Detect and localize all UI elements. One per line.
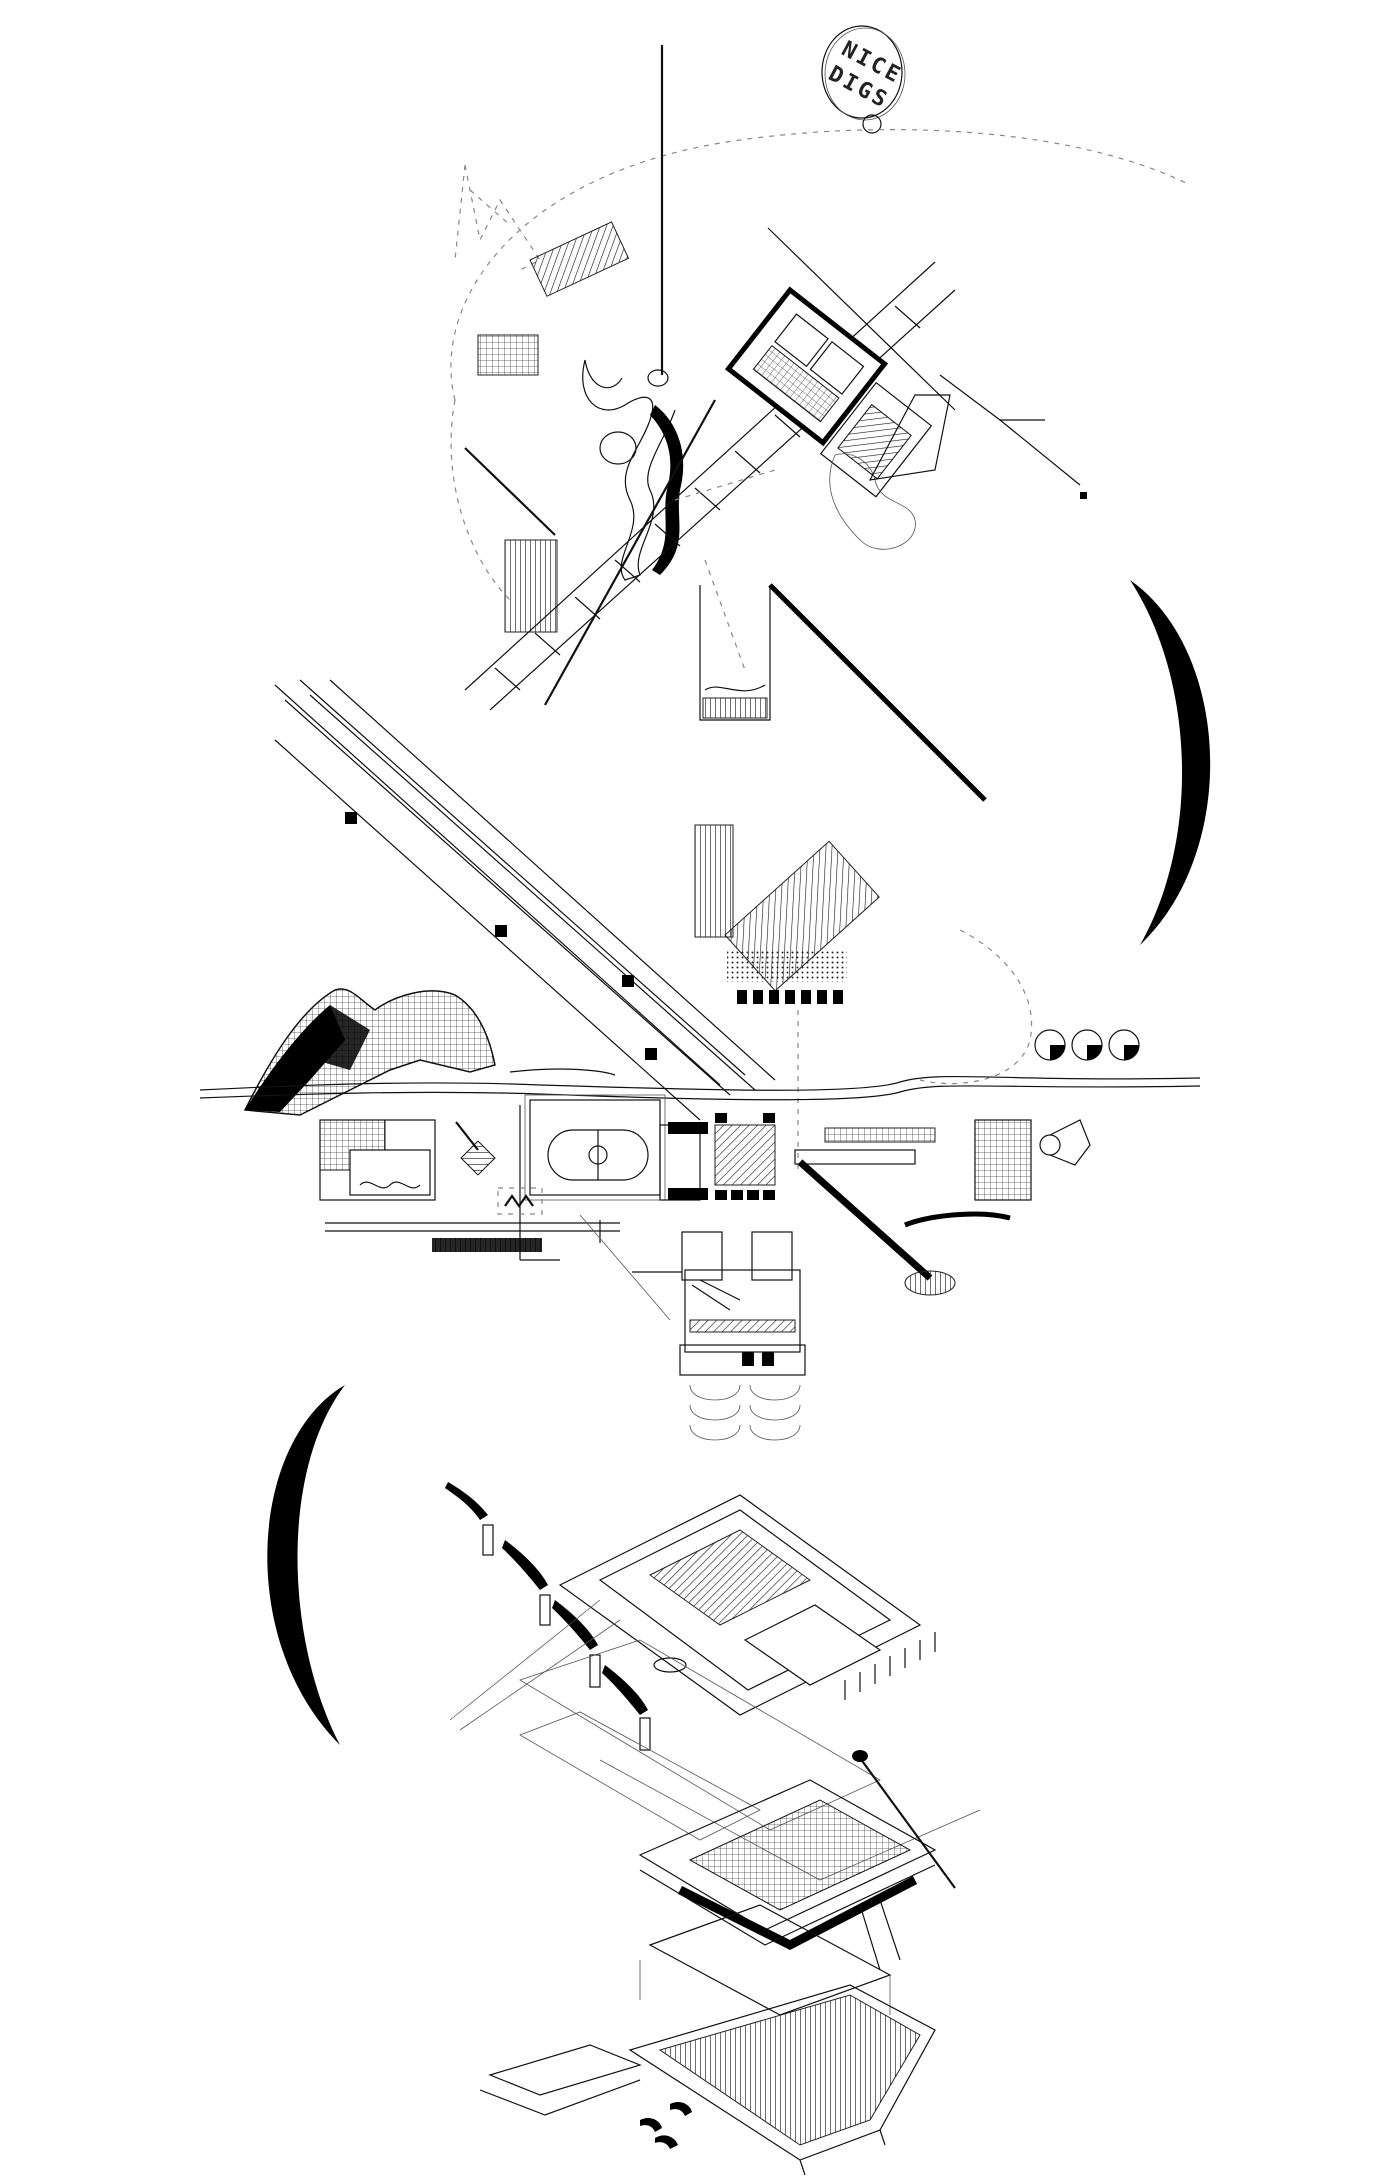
hatched-panel-top xyxy=(477,334,539,376)
rope-knot xyxy=(647,369,669,387)
heavy-diagonal-to-disc xyxy=(797,1159,933,1281)
comb-row xyxy=(432,1220,601,1252)
rocky-terrain-mass xyxy=(243,988,496,1116)
lower-frame-outline xyxy=(639,1904,892,2016)
crescent-arc-left xyxy=(267,1385,345,1745)
curved-hatch-block xyxy=(529,221,630,297)
scalloped-reflection xyxy=(689,1384,801,1441)
dashed-frame xyxy=(497,1187,543,1215)
bottom-section xyxy=(267,1385,981,2176)
tangent-rule xyxy=(767,227,956,411)
dashed-orbit-arc xyxy=(450,129,1191,401)
tower-sketch xyxy=(454,164,541,271)
pinwheel-building xyxy=(632,1231,806,1376)
rotated-building-plan xyxy=(724,286,933,498)
terrain-contour-dashed xyxy=(919,929,1033,1085)
tilted-cube-marker xyxy=(460,1140,496,1176)
pool-plan xyxy=(519,1094,701,1261)
diagonal-ladder-strip xyxy=(464,261,956,711)
horizontal-road xyxy=(199,1068,1201,1232)
brick-grid xyxy=(974,1119,1032,1201)
tiny-figures xyxy=(640,2101,692,2149)
wavy-strip xyxy=(904,1211,1011,1228)
ribbed-deck xyxy=(479,1984,936,2176)
striped-tower-block xyxy=(694,824,880,1170)
striped-chip-row xyxy=(737,990,843,1004)
quarter-circle-trio xyxy=(1034,1029,1140,1061)
chip-row-right xyxy=(794,1127,936,1165)
diagonal-rule xyxy=(464,447,556,536)
diagonal-rail-lines xyxy=(274,679,776,1121)
hatched-disc xyxy=(904,1270,956,1296)
terrain-blob xyxy=(829,453,916,550)
hatched-room xyxy=(319,1119,436,1201)
long-heavy-diagonal xyxy=(768,583,987,802)
corner-bracket xyxy=(939,374,1081,486)
top-section: NICE DIGS xyxy=(450,25,1211,945)
nice-digs-badge: NICE DIGS xyxy=(821,25,906,134)
pointed-wedge xyxy=(868,394,951,481)
rail-markers xyxy=(345,812,657,1060)
rail-end-cap xyxy=(852,1750,868,1762)
bottom-diagonal-rail xyxy=(859,1757,956,1889)
upper-stadium-platform xyxy=(449,1494,936,1731)
checker-grid-block xyxy=(668,1113,776,1200)
diagonal-beam xyxy=(544,399,716,706)
square-marker xyxy=(1080,492,1087,499)
u-shaped-trough xyxy=(674,469,776,721)
pendant-fringe xyxy=(844,1632,936,1700)
struts xyxy=(859,1899,901,1971)
vertical-hatch-panel xyxy=(504,539,558,633)
zigzag-mark xyxy=(504,1194,534,1208)
dashed-orbit-arc-left xyxy=(450,399,511,601)
hanging-figures-chain xyxy=(445,1482,651,1751)
middle-section xyxy=(199,679,1201,1441)
crescent-arc-right xyxy=(1130,580,1211,945)
hanging-ribbon-form xyxy=(582,359,684,581)
roof-slab xyxy=(638,1779,937,1951)
cylinder-object xyxy=(1039,1119,1091,1166)
faint-diagonal-mid xyxy=(579,1214,671,1321)
